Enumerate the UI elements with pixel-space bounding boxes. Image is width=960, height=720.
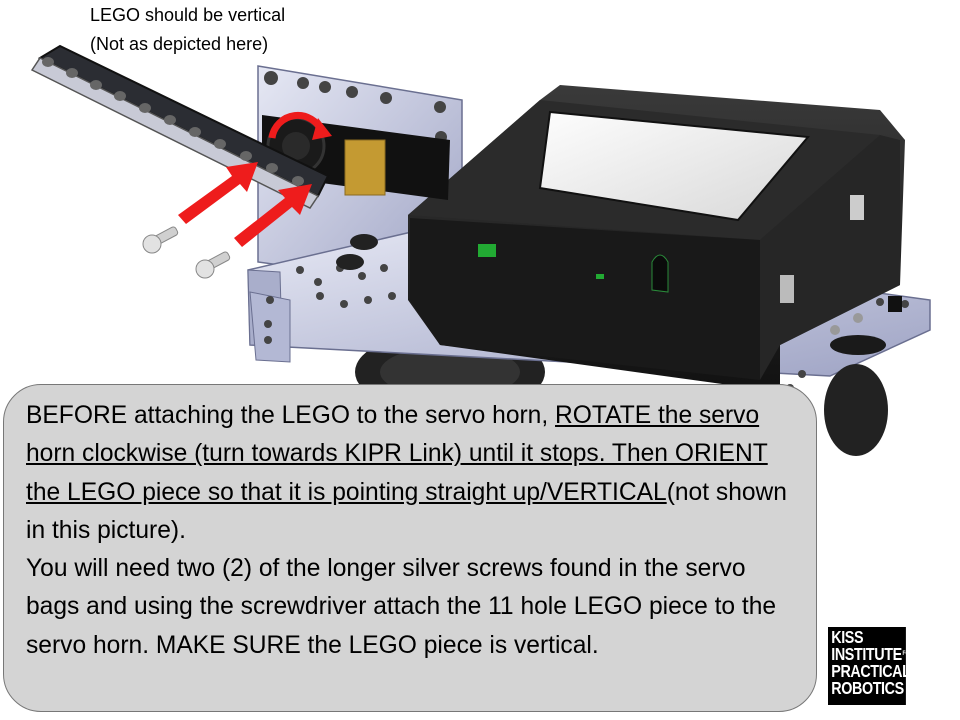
top-caption: LEGO should be vertical (Not as depicted… bbox=[90, 1, 285, 59]
kipr-link-controller bbox=[408, 85, 905, 392]
instruction-paragraph-2: You will need two (2) of the longer silv… bbox=[26, 555, 777, 659]
mounting-nuts bbox=[336, 234, 378, 270]
logo-line-3: PRACTICAL bbox=[831, 661, 911, 681]
instruction-note: (not shown in this picture). bbox=[26, 478, 787, 544]
kiss-institute-logo: KISS INSTITUTEFOR PRACTICAL ROBOTICS bbox=[828, 627, 913, 705]
logo-line-4: ROBOTICS bbox=[831, 678, 904, 698]
logo-line-2: INSTITUTE bbox=[831, 644, 902, 664]
instruction-callout: BEFORE attaching the LEGO to the servo h… bbox=[3, 384, 817, 712]
front-wheel bbox=[824, 313, 888, 456]
logo-line-2-sup: FOR bbox=[902, 651, 913, 657]
insert-arrow-right bbox=[234, 184, 312, 247]
controller-screen bbox=[538, 110, 810, 222]
top-caption-line-2: (Not as depicted here) bbox=[90, 34, 269, 54]
green-led-icon bbox=[478, 244, 496, 257]
screw-right bbox=[195, 251, 231, 279]
logo-line-1: KISS bbox=[831, 627, 864, 647]
instruction-paragraph-1: BEFORE attaching the LEGO to the servo h… bbox=[26, 397, 798, 550]
instruction-intro: BEFORE attaching the LEGO to the servo h… bbox=[26, 402, 556, 429]
rotate-arrow-icon bbox=[312, 118, 332, 140]
screw-left bbox=[142, 226, 179, 254]
top-caption-line-1: LEGO should be vertical bbox=[90, 5, 286, 25]
instruction-rotate-orient: ROTATE the servo horn clockwise (turn to… bbox=[26, 402, 768, 506]
insert-arrow-left bbox=[178, 162, 258, 224]
